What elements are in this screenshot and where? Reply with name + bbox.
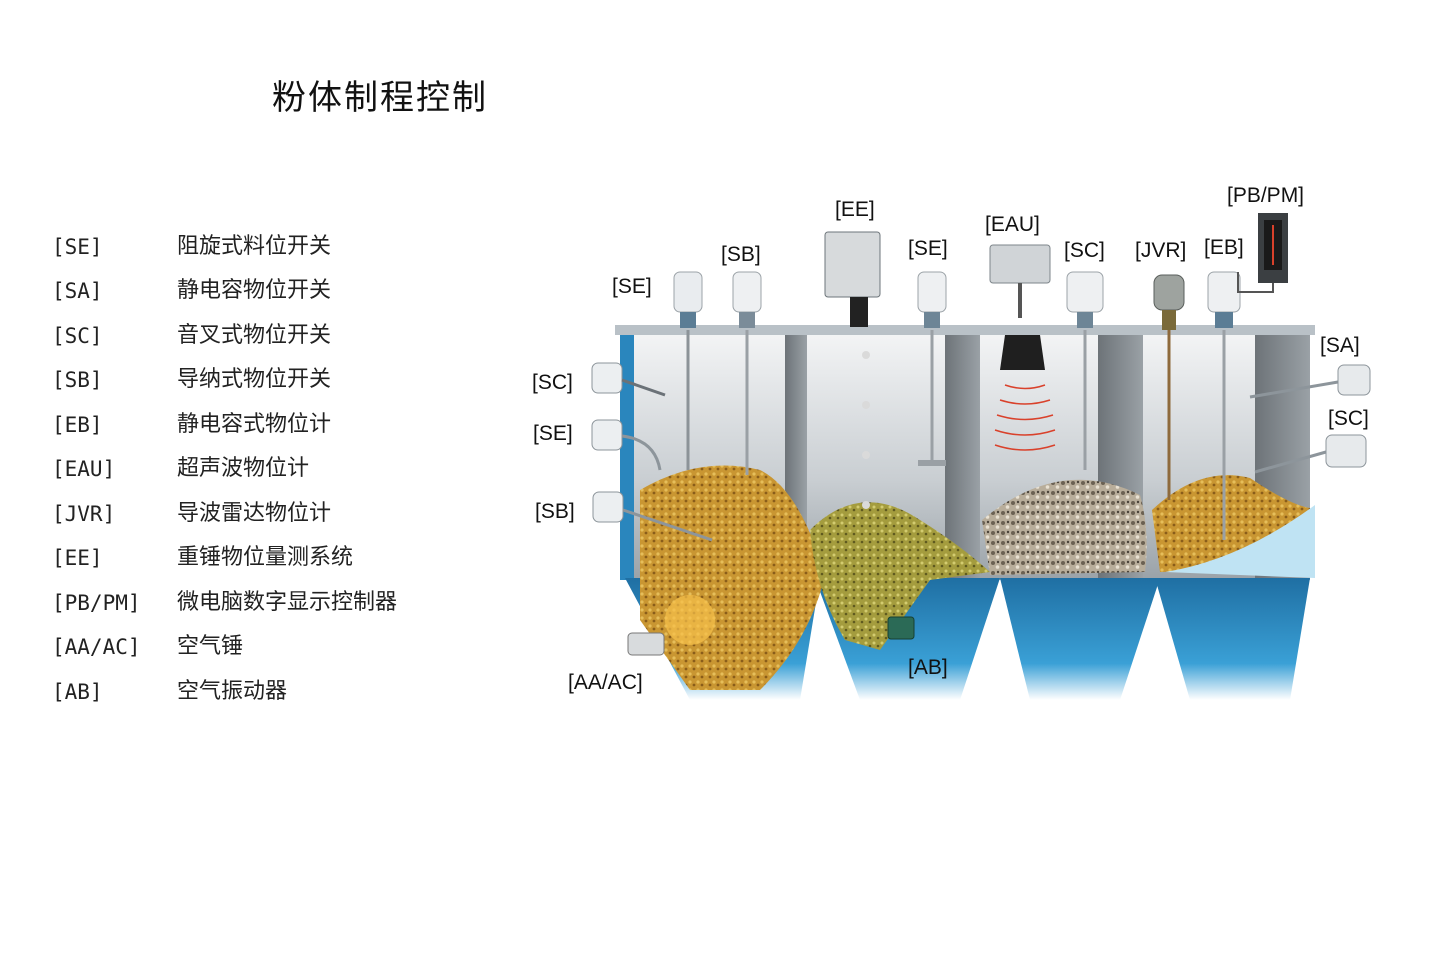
legend-row: [SE] 阻旋式料位开关 [52, 232, 472, 262]
sensor-sa-right [1249, 364, 1371, 399]
legend-row: [EE] 重锤物位量测系统 [52, 543, 472, 573]
sensor-jvr-top [1153, 274, 1185, 500]
label-aaac: [AA/AC] [568, 671, 643, 694]
legend-code: [AA/AC] [52, 635, 141, 659]
sensor-sb-left [592, 491, 713, 542]
label-ab: [AB] [908, 656, 948, 679]
legend-row: [SB] 导纳式物位开关 [52, 365, 472, 395]
label-se-top-mid: [SE] [908, 237, 948, 260]
legend-desc: 空气锤 [177, 634, 244, 659]
silo-roof [615, 325, 1315, 335]
legend-desc: 重锤物位量测系统 [177, 545, 354, 570]
legend-code: [AB] [52, 680, 103, 704]
silo-light-panel [1165, 505, 1315, 578]
legend-desc: 空气振动器 [177, 679, 288, 704]
legend-desc: 音叉式物位开关 [177, 323, 332, 348]
label-sc-left: [SC] [532, 371, 573, 394]
legend-desc: 导纳式物位开关 [177, 367, 332, 392]
legend-code: [EB] [52, 413, 103, 437]
label-sc-top: [SC] [1064, 239, 1105, 262]
label-se-top-left: [SE] [612, 275, 652, 298]
legend-row: [EB] 静电容式物位计 [52, 410, 472, 440]
legend-row: [SC] 音叉式物位开关 [52, 321, 472, 351]
label-ee-top: [EE] [835, 198, 875, 221]
sensor-eau-top [989, 244, 1056, 451]
controller-pbpm [1237, 213, 1288, 293]
label-sa-right: [SA] [1320, 334, 1360, 357]
legend-row: [AA/AC] 空气锤 [52, 632, 472, 662]
air-vibrator [887, 616, 915, 640]
legend-desc: 超声波物位计 [177, 456, 310, 481]
legend-row: [SA] 静电容物位开关 [52, 276, 472, 306]
legend-desc: 静电容式物位计 [177, 412, 332, 437]
label-sb-top: [SB] [721, 243, 761, 266]
sensor-sb-top [732, 271, 762, 475]
legend-code: [EAU] [52, 457, 116, 481]
ultrasonic-waves [994, 384, 1056, 451]
label-se-left: [SE] [533, 422, 573, 445]
legend-code: [SE] [52, 235, 103, 259]
label-jvr-top: [JVR] [1135, 239, 1186, 262]
silo-left-frame [620, 335, 634, 580]
sensor-sc-right [1254, 434, 1367, 474]
sensor-sc-left [591, 362, 666, 397]
sensor-sc-top [1066, 271, 1104, 470]
legend-code: [SC] [52, 324, 103, 348]
silo-divider [945, 335, 980, 580]
legend-code: [SB] [52, 368, 103, 392]
label-sb-left: [SB] [535, 500, 575, 523]
label-pbpm-top: [PB/PM] [1227, 184, 1304, 207]
sensor-se-left [591, 419, 662, 471]
legend-row: [PB/PM] 微电脑数字显示控制器 [52, 588, 472, 618]
legend-row: [EAU] 超声波物位计 [52, 454, 472, 484]
legend-row: [JVR] 导波雷达物位计 [52, 499, 472, 529]
label-sc-right: [SC] [1328, 407, 1369, 430]
page-title: 粉体制程控制 [272, 78, 488, 118]
sensor-se-top-mid [917, 271, 947, 466]
label-eau-top: [EAU] [985, 213, 1040, 236]
legend-code: [EE] [52, 546, 103, 570]
legend-code: [JVR] [52, 502, 116, 526]
legend-desc: 微电脑数字显示控制器 [177, 590, 398, 615]
air-hammer [627, 595, 715, 656]
sensor-ee-top [824, 231, 881, 509]
hopper [1000, 578, 1160, 700]
legend-code: [PB/PM] [52, 591, 141, 615]
sensor-se-top-left [673, 271, 703, 470]
material-gravel [982, 479, 1147, 575]
legend-desc: 静电容物位开关 [177, 278, 332, 303]
legend-desc: 导波雷达物位计 [177, 501, 332, 526]
label-eb-top: [EB] [1204, 236, 1244, 259]
hopper [1155, 578, 1310, 700]
legend-code: [SA] [52, 279, 103, 303]
legend-row: [AB] 空气振动器 [52, 677, 472, 707]
material-green [810, 502, 990, 650]
legend-desc: 阻旋式料位开关 [177, 234, 332, 259]
